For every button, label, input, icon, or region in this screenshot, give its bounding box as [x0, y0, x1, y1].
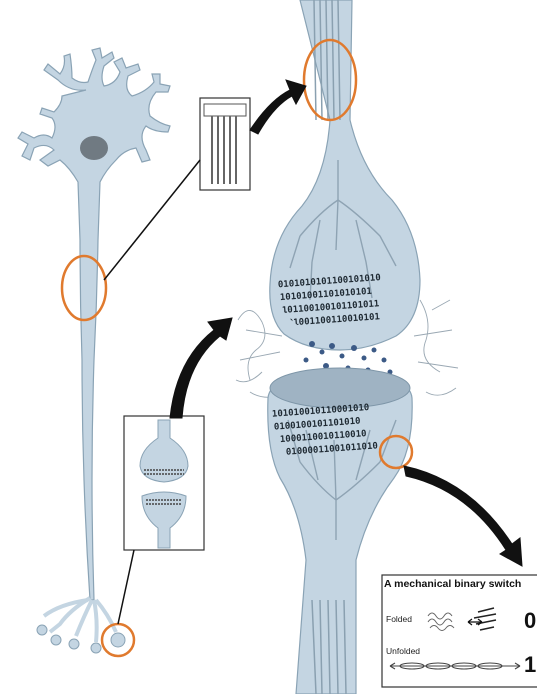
- folded-label: Folded: [386, 614, 412, 624]
- arrow-to-axon-filaments: [250, 80, 306, 134]
- arrow-to-synapse: [170, 318, 232, 418]
- postsynaptic-cleft-face: [270, 368, 410, 408]
- synapse-inset: [124, 416, 204, 550]
- axon-filament-inset: [200, 98, 250, 190]
- folded-value: 0: [524, 608, 536, 634]
- unfolded-value: 1: [524, 652, 536, 678]
- switch-panel-title: A mechanical binary switch: [384, 578, 537, 594]
- axon-to-inset-line: [104, 160, 200, 280]
- inset-to-terminal-line: [118, 550, 134, 624]
- unfolded-label: Unfolded: [386, 646, 420, 656]
- arrow-to-switch: [404, 466, 522, 566]
- neuron: [18, 48, 170, 656]
- nucleus: [80, 136, 108, 160]
